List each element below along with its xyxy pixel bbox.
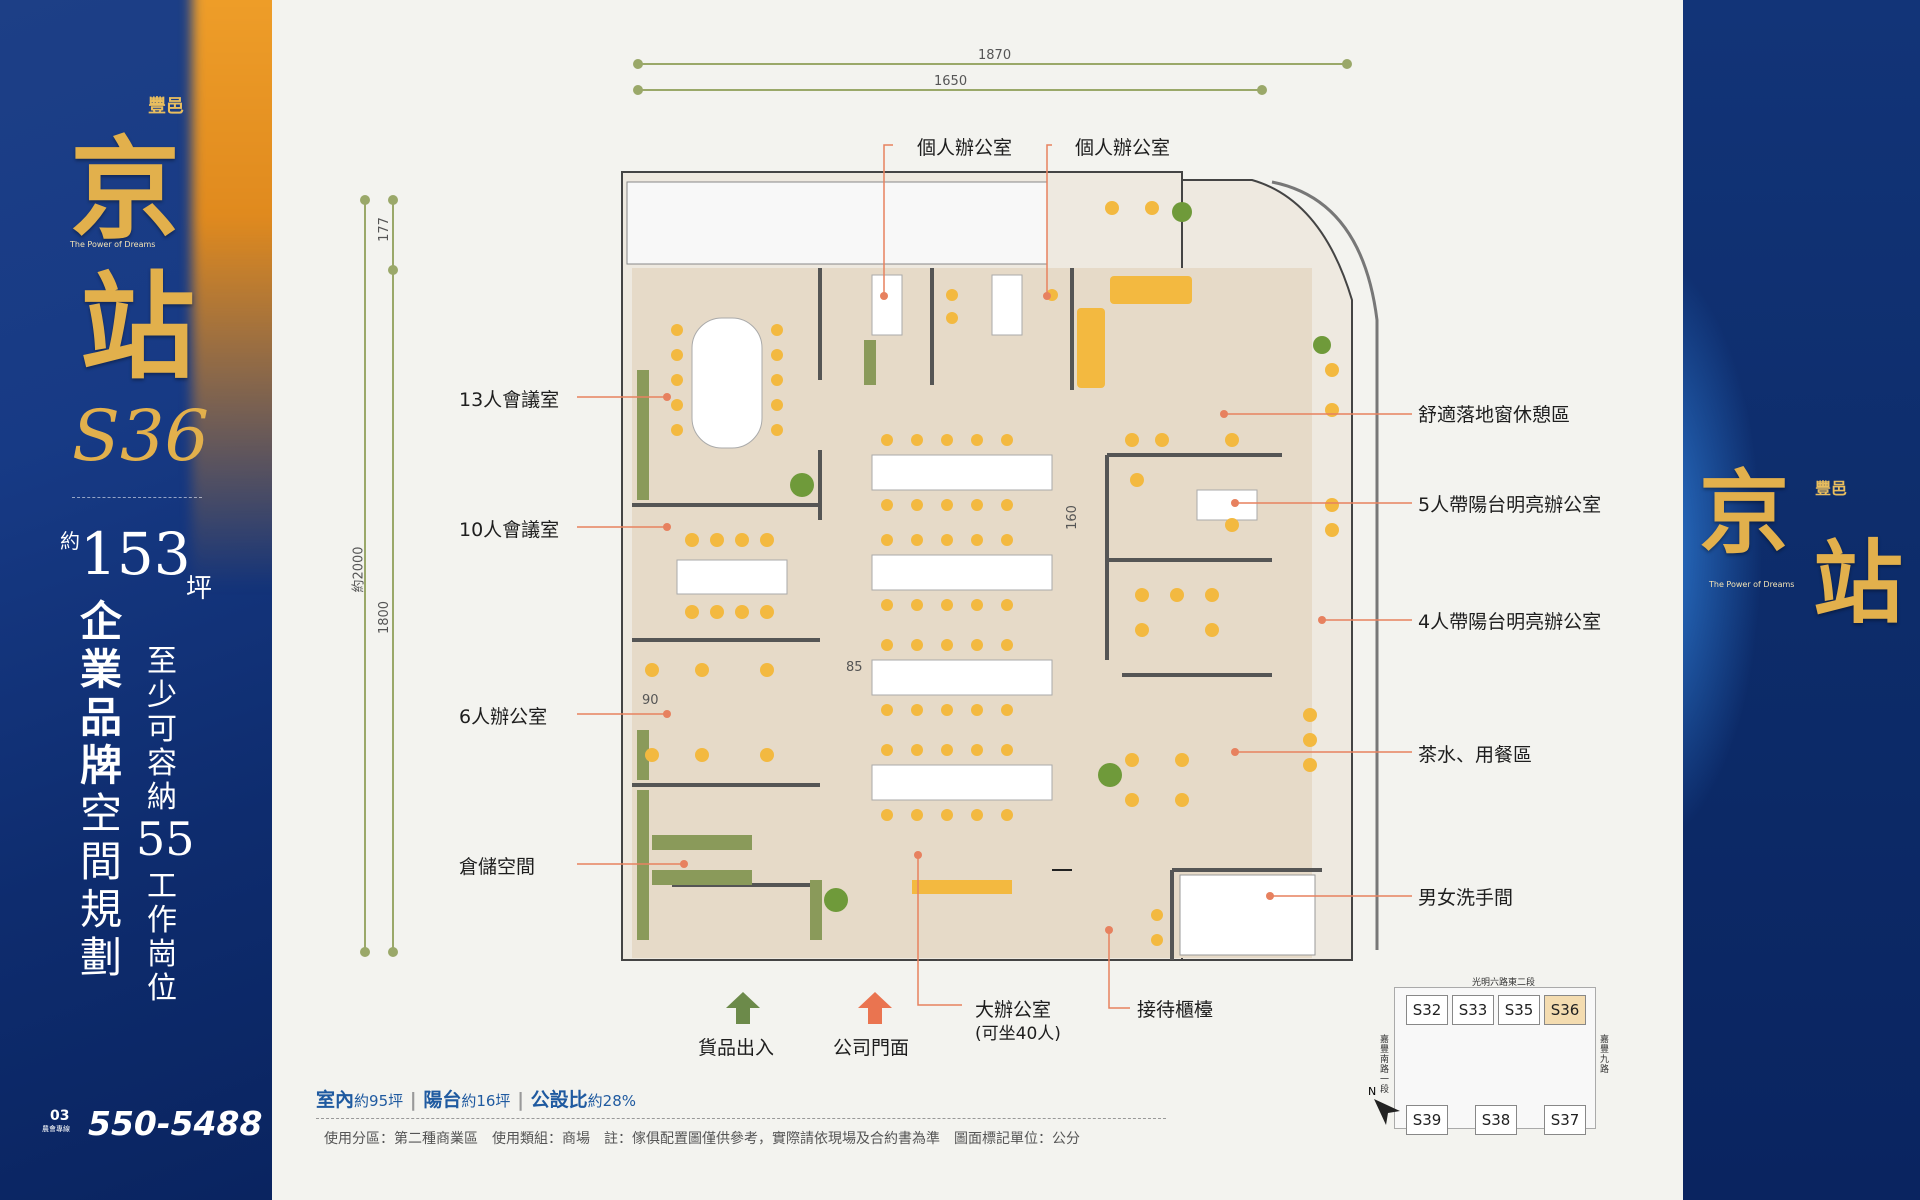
road-top: 光明六路東二段: [1472, 978, 1536, 988]
indoor-label: 室內: [316, 1089, 355, 1111]
label-meeting-10: 10人會議室: [459, 519, 560, 541]
floor-plan: 1870 1650 177 約2000 1800: [272, 0, 1683, 1200]
headline-space: 空間規劃: [79, 789, 122, 982]
label-pantry: 茶水、用餐區: [1418, 744, 1533, 766]
unit-s39: S39: [1406, 1105, 1448, 1135]
brand-slogan: The Power of Dreams: [70, 240, 156, 249]
right-slogan: The Power of Dreams: [1709, 580, 1795, 589]
balcony-prefix: 約: [461, 1092, 477, 1110]
divider: [72, 497, 202, 498]
brand-logo-char-1: 京: [70, 125, 180, 254]
right-brand-panel: 京 豐邑 站 The Power of Dreams: [1683, 0, 1920, 1200]
label-open-office-note: (可坐40人): [975, 1024, 1061, 1044]
ratio-label: 公設比: [530, 1089, 588, 1111]
phone-area-code: 03: [50, 1108, 70, 1124]
blue-glow: [1683, 250, 1763, 850]
north-arrow-icon: [1374, 1099, 1400, 1125]
unit-s32: S32: [1406, 995, 1448, 1025]
area-unit: 坪: [186, 574, 213, 604]
capacity-prefix: 至少可容納: [147, 644, 177, 815]
label-restrooms: 男女洗手間: [1418, 887, 1514, 909]
brand-name-small: 豐邑: [148, 96, 184, 117]
label-main-entry: 公司門面: [833, 1037, 910, 1059]
leader-lines: [577, 144, 1412, 1009]
dim-aisle-90: 90: [642, 693, 659, 708]
left-brand-panel: 豐邑 京 站 The Power of Dreams S36 約 153 坪 企…: [0, 0, 272, 1200]
unit-s38: S38: [1475, 1105, 1517, 1135]
ratio-value: 28%: [602, 1092, 636, 1110]
right-logo-char-1: 京: [1699, 460, 1789, 566]
label-private-office-1: 個人辦公室: [917, 137, 1013, 159]
label-lounge: 舒適落地窗休憩區: [1418, 404, 1571, 426]
footer-divider: [316, 1118, 1166, 1119]
unit-s36-highlight: S36: [1544, 995, 1586, 1025]
area-summary: 室內約95坪 | 陽台約16坪 | 公設比約28%: [316, 1089, 636, 1111]
area-prefix: 約: [60, 529, 80, 553]
label-open-office: 大辦公室: [975, 999, 1052, 1021]
dim-top-inner: 1650: [934, 74, 968, 89]
dimension-lines: [360, 59, 1352, 957]
label-reception: 接待櫃檯: [1137, 999, 1214, 1021]
unit-s33: S33: [1452, 995, 1494, 1025]
phone-number[interactable]: 550-5488: [88, 1104, 263, 1143]
capacity-suffix: 工作崗位: [147, 869, 177, 1006]
dim-aisle-85: 85: [846, 660, 863, 675]
headline-brand: 企業品牌: [79, 597, 122, 790]
dim-top-outer: 1870: [978, 48, 1012, 63]
footer-note: 使用分區：第二種商業區 使用類組：商場 註：傢俱配置圖僅供參考，實際請依現場及合…: [324, 1131, 1080, 1147]
north-label: N: [1368, 1085, 1377, 1098]
label-goods-entry: 貨品出入: [698, 1037, 775, 1059]
balcony-label: 陽台: [423, 1089, 462, 1111]
label-meeting-13: 13人會議室: [459, 389, 560, 411]
unit-s37: S37: [1544, 1105, 1586, 1135]
orange-glow: [192, 0, 272, 590]
ratio-prefix: 約: [587, 1092, 603, 1110]
label-office-4: 4人帶陽台明亮辦公室: [1418, 611, 1602, 633]
unit-code: S36: [72, 395, 210, 477]
phone-tag: 農會專線: [42, 1125, 70, 1133]
right-logo-char-2: 站: [1813, 530, 1903, 636]
road-left: 嘉豐南路一段: [1380, 1035, 1390, 1095]
indoor-value: 95坪: [369, 1092, 404, 1110]
road-right: 嘉豐九路: [1600, 1035, 1610, 1075]
label-private-office-2: 個人辦公室: [1075, 137, 1171, 159]
brand-logo-char-2: 站: [80, 260, 196, 395]
main-entry-arrow: [858, 992, 892, 1024]
capacity-value: 55: [136, 812, 195, 866]
label-office-5: 5人帶陽台明亮辦公室: [1418, 494, 1602, 516]
unit-s35: S35: [1498, 995, 1540, 1025]
area-value: 153: [80, 520, 191, 588]
right-brand-name-small: 豐邑: [1815, 479, 1848, 498]
label-office-6: 6人辦公室: [459, 706, 548, 728]
indoor-prefix: 約: [354, 1092, 370, 1110]
label-storage: 倉儲空間: [459, 856, 536, 878]
building-outline: [621, 171, 1379, 961]
site-minimap: 光明六路東二段 嘉豐南路一段 嘉豐九路 S32 S33 S35 S36 S39 …: [1368, 975, 1618, 1135]
balcony-value: 16坪: [476, 1092, 511, 1110]
goods-entry-arrow: [726, 992, 760, 1024]
